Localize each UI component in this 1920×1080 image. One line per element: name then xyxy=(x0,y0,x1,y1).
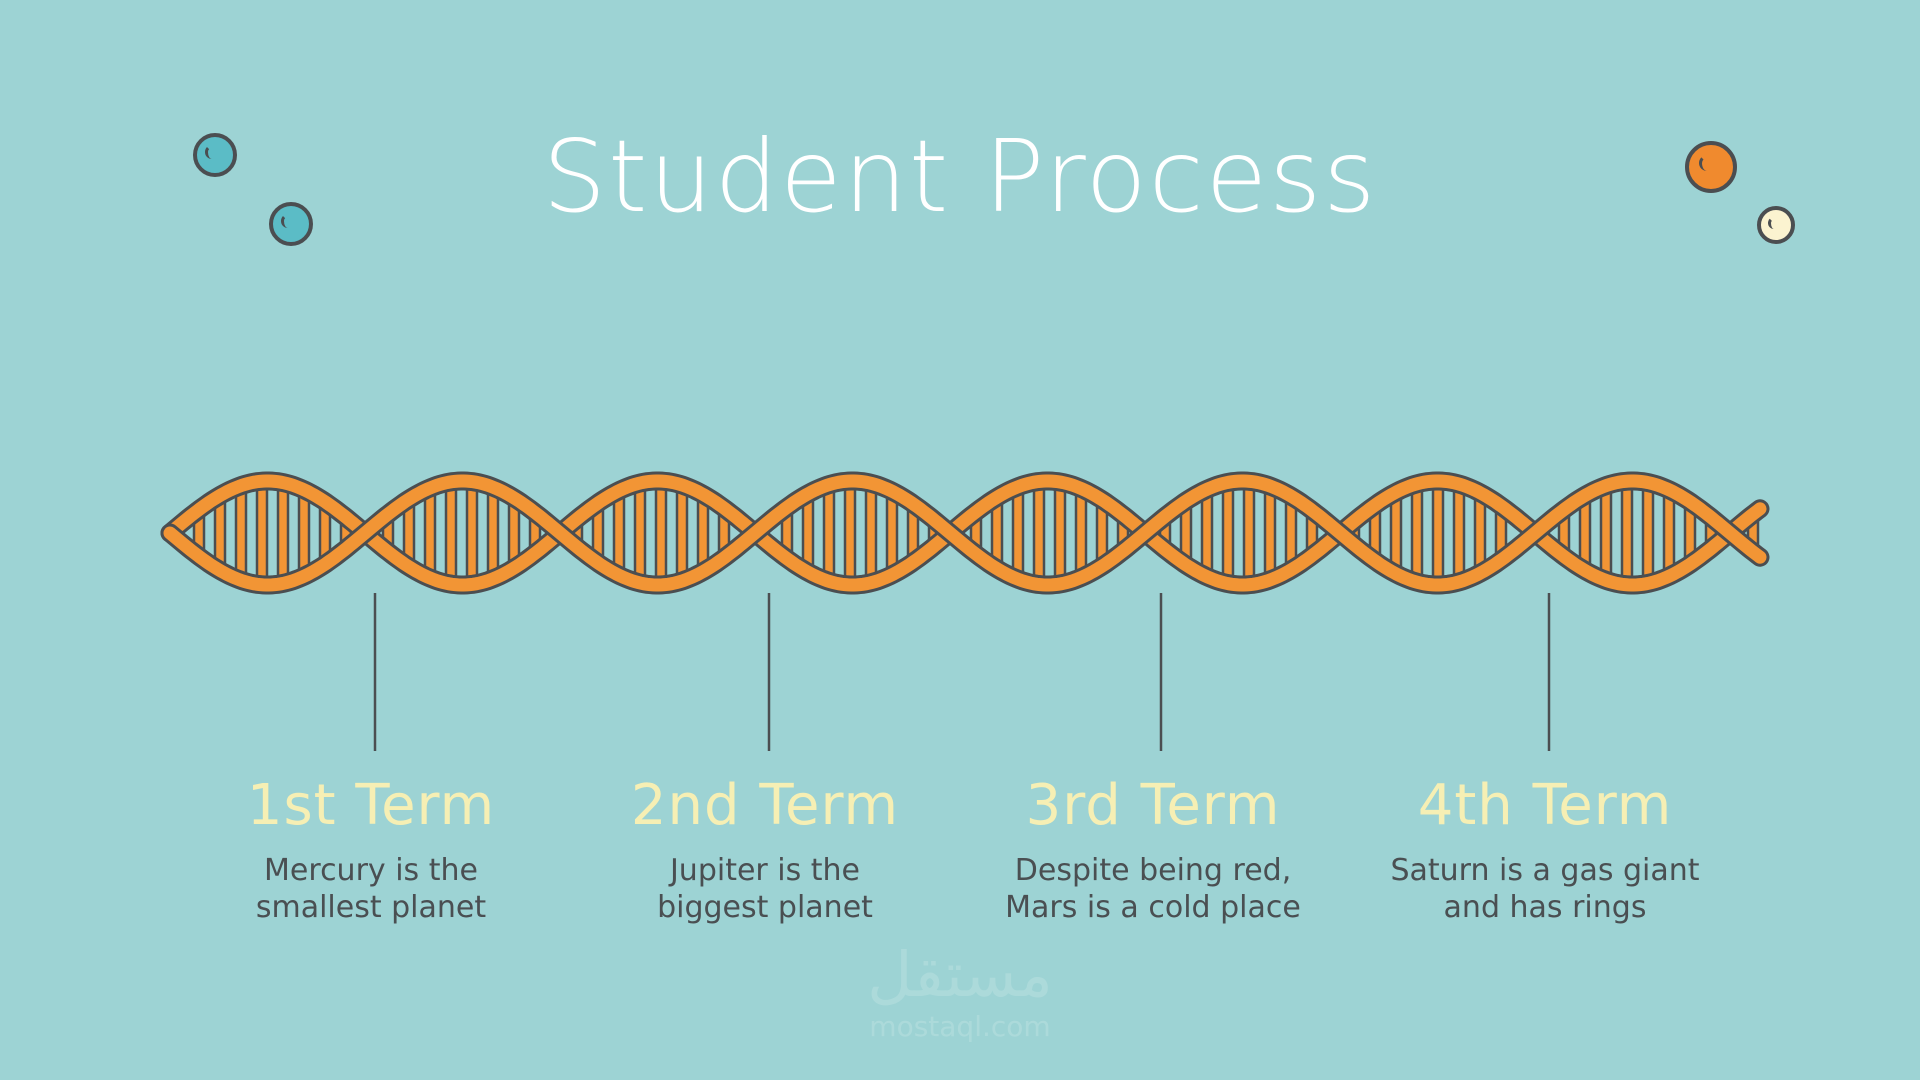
term-2-desc-line-1: Jupiter is the xyxy=(669,853,861,888)
helix-rung xyxy=(1074,487,1088,579)
helix-strand-2 xyxy=(163,474,1767,592)
helix-rung xyxy=(654,479,668,587)
helix-rung xyxy=(1200,488,1214,578)
helix-strand-1 xyxy=(163,474,1767,592)
term-1-title: 1st Term xyxy=(246,773,496,838)
helix-rung xyxy=(843,479,857,587)
term-4-description: Saturn is a gas giant and has rings xyxy=(1335,852,1755,926)
helix-rung xyxy=(423,486,437,580)
bubble-orange-icon xyxy=(1685,141,1737,193)
helix-strands xyxy=(160,471,1770,595)
helix-rung xyxy=(1452,482,1466,584)
term-connectors xyxy=(373,593,1551,751)
helix-rung xyxy=(864,482,878,584)
term-3-description: Despite being red, Mars is a cold place xyxy=(943,852,1363,926)
helix-rung xyxy=(822,483,836,583)
watermark: مستقل mostaql.com xyxy=(0,940,1920,1044)
term-3-desc-line-1: Despite being red, xyxy=(1014,853,1292,888)
helix-rung xyxy=(465,480,479,586)
helix-rung xyxy=(1431,479,1445,587)
helix-rung xyxy=(1599,484,1613,582)
bubble-cream-icon xyxy=(1757,206,1795,244)
term-3-title: 3rd Term xyxy=(1025,773,1281,838)
watermark-arabic: مستقل xyxy=(867,938,1053,1011)
helix-rung xyxy=(633,481,647,585)
term-4-desc-line-1: Saturn is a gas giant xyxy=(1390,853,1700,888)
helix-rung xyxy=(675,483,689,583)
helix-rung xyxy=(1242,480,1256,586)
bubble-teal-2-icon xyxy=(269,202,313,246)
term-1-desc-line-2: smallest planet xyxy=(255,890,487,925)
helix-rung xyxy=(297,488,311,578)
helix-rung xyxy=(1662,488,1676,578)
watermark-latin: mostaql.com xyxy=(869,1010,1051,1043)
helix-rung xyxy=(1263,484,1277,582)
helix-rung xyxy=(255,479,269,587)
helix-rung xyxy=(1410,482,1424,584)
term-4: 4th Term Saturn is a gas giant and has r… xyxy=(1335,770,1755,926)
term-2-desc-line-2: biggest planet xyxy=(657,890,873,925)
term-2-title: 2nd Term xyxy=(630,773,900,838)
term-3-desc-line-2: Mars is a cold place xyxy=(1005,890,1301,925)
term-1-description: Mercury is the smallest planet xyxy=(161,852,581,926)
helix-rung xyxy=(1053,480,1067,586)
helix-rung xyxy=(234,484,248,582)
term-4-desc-line-2: and has rings xyxy=(1443,890,1647,925)
helix-rung xyxy=(1221,481,1235,585)
bubble-teal-1-icon xyxy=(193,133,237,177)
term-1-desc-line-1: Mercury is the xyxy=(264,853,478,888)
term-2: 2nd Term Jupiter is the biggest planet xyxy=(555,770,975,926)
term-2-description: Jupiter is the biggest planet xyxy=(555,852,975,926)
helix-rung xyxy=(444,480,458,586)
term-4-title: 4th Term xyxy=(1417,773,1673,838)
helix-rung xyxy=(276,481,290,585)
term-3: 3rd Term Despite being red, Mars is a co… xyxy=(943,770,1363,926)
slide-title: Student Process xyxy=(542,118,1378,235)
helix-rung xyxy=(1011,485,1025,581)
term-1: 1st Term Mercury is the smallest planet xyxy=(161,770,581,926)
helix-rung xyxy=(612,489,626,577)
helix-rung xyxy=(1032,480,1046,586)
helix-rung xyxy=(1620,479,1634,587)
helix-rung xyxy=(1641,481,1655,585)
helix-rung xyxy=(486,485,500,581)
